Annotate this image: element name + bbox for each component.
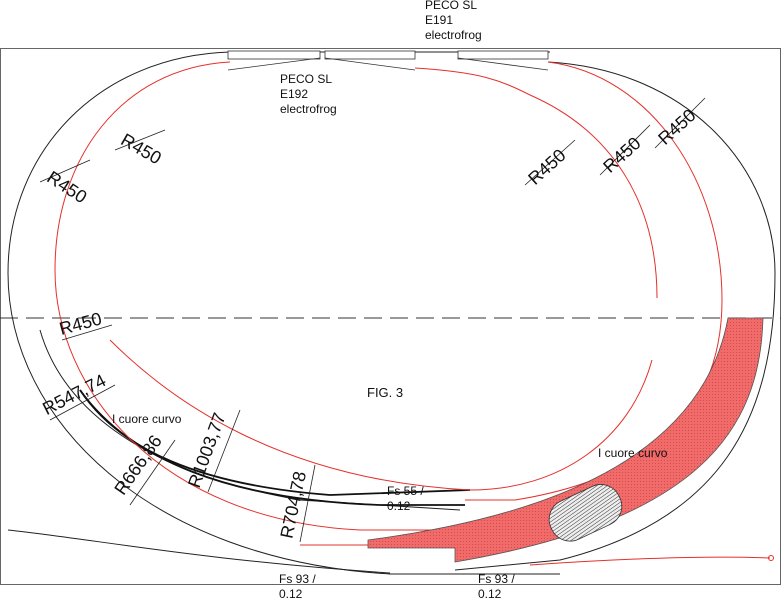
red-top-branch — [414, 67, 658, 299]
tunnel-portal — [548, 484, 623, 542]
turnout-code: E192 — [280, 87, 309, 101]
switch-label-line: Fs 93 / — [279, 572, 316, 586]
turnout-name: PECO SL — [280, 72, 333, 86]
turnout-e191 — [457, 50, 549, 71]
outer-track — [7, 51, 560, 575]
turnout-code: E191 — [425, 13, 454, 27]
turnout-label-e191: PECO SL E191 electrofrog — [425, 0, 482, 43]
turnout-type: electrofrog — [280, 102, 337, 116]
switch-label-line: 0.12 — [478, 587, 502, 601]
dimension-lines — [39, 97, 706, 543]
drawing-frame — [0, 48, 781, 585]
inner-black-track — [39, 329, 461, 511]
turnout-label-e192: PECO SL E192 electrofrog — [280, 72, 337, 117]
red-right-spur — [529, 556, 771, 566]
curved-frog-label: I cuore curvo — [598, 446, 668, 460]
turnout-type: electrofrog — [425, 28, 482, 42]
left-lead-track — [7, 529, 391, 574]
red-inner-return — [109, 339, 653, 491]
switch-label-fs55: Fs 55 / 0.12 — [387, 484, 424, 514]
outer-track-right — [454, 61, 776, 571]
switch-label-line: Fs 55 / — [387, 484, 424, 498]
figure-label: FIG. 3 — [367, 385, 404, 400]
turnout-name: PECO SL — [425, 0, 478, 12]
switch-label-line: 0.12 — [279, 587, 303, 601]
switch-label-fs93-right: Fs 93 / 0.12 — [478, 572, 515, 602]
curved-frog-track-2 — [79, 389, 465, 506]
switch-label-fs93-left: Fs 93 / 0.12 — [279, 572, 316, 602]
switch-label-line: Fs 93 / — [478, 572, 515, 586]
switch-label-line: 0.12 — [387, 499, 411, 513]
red-inner-loop — [54, 61, 460, 531]
end-marker — [768, 555, 774, 561]
curved-frog-label: I cuore curvo — [112, 412, 182, 426]
turnout-e192 — [227, 50, 416, 71]
